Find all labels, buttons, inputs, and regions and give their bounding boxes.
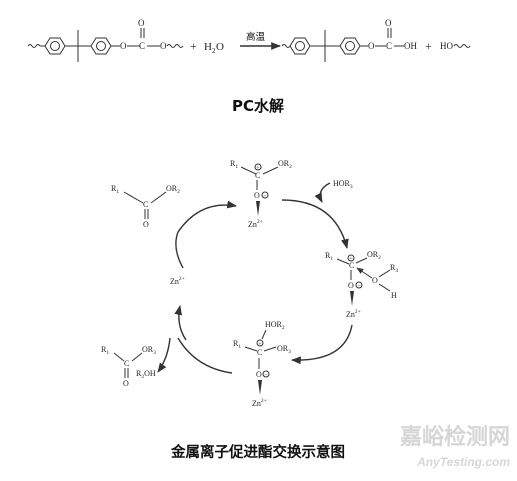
svg-text:C: C — [349, 261, 354, 270]
nucleophilic-attack-intermediate: R1 + C OR2 O − Zn2+ O R3 H — [325, 250, 398, 319]
hor3-reagent: HOR3 — [333, 179, 353, 190]
svg-text:O: O — [143, 220, 149, 229]
carbonic-acid-carbon: C — [386, 41, 392, 51]
transesterification-cycle: R1 C OR2 O R1 + C OR2 O — [101, 159, 398, 408]
water-subscript: 2 — [212, 47, 216, 55]
free-zinc-ion: Zn2+ — [170, 276, 185, 286]
r2oh-byproduct: R2OH — [136, 369, 156, 380]
carbonyl-oxygen-2: O — [385, 18, 392, 28]
svg-text:+: + — [349, 257, 353, 263]
cycle-arrow-r2oh-release — [157, 337, 171, 373]
svg-text:+: + — [256, 166, 260, 172]
svg-text:O: O — [123, 379, 129, 388]
zn-coordinated-ester: R1 + C OR2 O − Zn2+ — [230, 159, 292, 229]
polymer-chain-wavy-right — [166, 44, 184, 48]
carbonyl-oxygen-1: O — [138, 18, 145, 28]
polymer-chain-wavy-end — [453, 44, 471, 48]
svg-text:HOR2: HOR2 — [265, 320, 285, 331]
svg-text:C: C — [257, 348, 262, 357]
svg-text:C: C — [124, 359, 129, 368]
ester-r1-or3: R1 C OR3 O — [101, 345, 156, 388]
ester-oxygen-1: O — [160, 41, 167, 51]
ether-oxygen-2: O — [368, 41, 375, 51]
svg-text:+: + — [258, 342, 262, 348]
plus-sign-2: + — [425, 39, 432, 53]
water-o: O — [216, 41, 224, 53]
svg-text:O: O — [256, 370, 262, 379]
svg-text:R3: R3 — [390, 263, 398, 274]
svg-text:R1: R1 — [325, 251, 333, 262]
pc-hydrolysis-equation: O C O O + H 2 O 高温 O C O OH + HO — [27, 18, 471, 62]
svg-text:R1: R1 — [101, 345, 109, 356]
svg-text:R1: R1 — [230, 159, 238, 170]
caption-pc-hydrolysis: PC水解 — [232, 97, 284, 115]
benzene-ring-3 — [289, 37, 311, 55]
tetrahedral-intermediate: HOR2 R1 + C OR3 O − Zn2+ — [233, 320, 291, 408]
svg-text:O: O — [254, 191, 260, 200]
svg-text:Zn2+: Zn2+ — [252, 398, 267, 408]
svg-text:O: O — [348, 281, 354, 290]
cycle-arrow-attack — [281, 199, 349, 249]
svg-text:OR3: OR3 — [142, 345, 156, 356]
benzene-ring-2 — [90, 37, 112, 55]
cycle-arrow-proton-transfer — [291, 324, 353, 365]
svg-text:−: − — [264, 373, 268, 379]
svg-text:OR2: OR2 — [367, 250, 381, 261]
carbonate-carbon-1: C — [139, 41, 145, 51]
cycle-arrow-elimination — [177, 337, 233, 374]
svg-text:−: − — [357, 284, 361, 290]
plus-sign-1: + — [190, 39, 197, 53]
product-chain-wavy — [281, 44, 291, 48]
svg-text:H: H — [391, 291, 397, 300]
svg-text:C: C — [255, 171, 260, 180]
svg-text:R1: R1 — [111, 184, 119, 195]
svg-text:OR2: OR2 — [278, 159, 292, 170]
benzene-ring-1 — [44, 37, 66, 55]
water-h: H — [204, 41, 212, 53]
benzene-ring-4 — [339, 37, 361, 55]
svg-text:Zn2+: Zn2+ — [346, 309, 361, 319]
watermark-cn: 嘉峪检测网 — [400, 424, 510, 450]
svg-text:Zn2+: Zn2+ — [248, 219, 263, 229]
ho-end-group: HO — [440, 41, 453, 51]
cycle-arrow-release — [174, 305, 187, 341]
ether-oxygen-1: O — [120, 41, 127, 51]
hydroxyl-label: OH — [404, 41, 417, 51]
hor3-entry-arrow — [314, 182, 331, 203]
svg-text:R1: R1 — [233, 339, 241, 350]
polymer-chain-wavy-left — [27, 44, 41, 48]
cycle-arrow-coordination — [177, 200, 237, 233]
caption-transesterification: 金属离子促进酯交换示意图 — [170, 443, 345, 461]
svg-text:OR3: OR3 — [277, 344, 291, 355]
svg-text:−: − — [263, 194, 267, 200]
cycle-arrow-zn-return — [175, 231, 184, 269]
svg-text:C: C — [143, 200, 148, 209]
svg-text:OR2: OR2 — [166, 184, 180, 195]
ester-r1-or2: R1 C OR2 O — [111, 184, 180, 229]
svg-text:O: O — [372, 276, 378, 285]
watermark-en: AnyTesting.com — [416, 455, 510, 469]
reaction-condition: 高温 — [246, 31, 266, 43]
